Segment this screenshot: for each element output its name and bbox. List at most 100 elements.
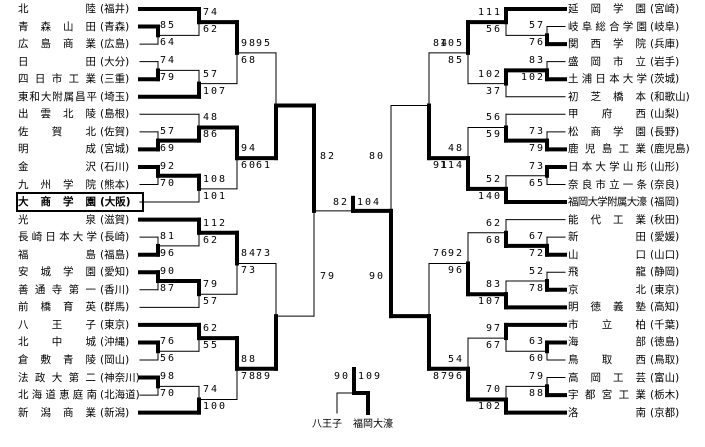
score: 74 <box>203 7 220 19</box>
left-team: 倉 敷 青 陵 (岡山) <box>18 352 142 368</box>
score: 59 <box>485 129 502 141</box>
team-prefecture: (北海道) <box>100 389 140 402</box>
score: 105 <box>439 37 464 49</box>
team-prefecture: (高知) <box>650 301 680 314</box>
third-place-right-team: 福岡大濠 <box>353 419 393 430</box>
right-team: 土浦日本大学(茨城) <box>568 71 703 87</box>
third-place-score: 90 <box>333 371 350 382</box>
score: 56 <box>485 112 502 124</box>
team-name: 明 成 <box>18 143 96 156</box>
final-score: 82 <box>332 196 349 208</box>
score: 68 <box>241 54 258 66</box>
team-name: 京 北 <box>568 283 646 296</box>
right-team: 能 代 工 業(秋田) <box>568 212 703 228</box>
right-team: 鹿 児 島 工 業 (鹿児島) <box>568 141 703 157</box>
score: 74 <box>160 55 177 67</box>
left-team: 大 商 学 園(大阪) <box>16 192 144 213</box>
team-prefecture: (広島) <box>100 38 130 51</box>
left-team: 安 城 学 園(愛知) <box>18 264 142 280</box>
team-prefecture: (滋賀) <box>100 213 130 226</box>
score: 83 <box>485 279 502 291</box>
score: 52 <box>485 173 502 185</box>
score: 79 <box>528 371 545 383</box>
score: 56 <box>160 353 177 365</box>
team-prefecture: (愛媛) <box>650 231 680 244</box>
right-team: 日本大学山形(山形) <box>568 159 703 175</box>
team-name: 盛 岡 市 立 <box>568 55 646 68</box>
score: 69 <box>160 142 177 154</box>
score: 67 <box>528 230 545 242</box>
team-name: 八 王 子 <box>18 318 96 331</box>
score: 84 <box>241 248 258 260</box>
score: 79 <box>160 72 177 84</box>
score: 83 <box>528 55 545 67</box>
team-prefecture: (宮城) <box>100 143 130 156</box>
left-team: 九 州 学 院 (熊本) <box>18 177 142 193</box>
team-prefecture: (埼玉) <box>100 90 130 103</box>
score: 102 <box>520 72 545 84</box>
team-name: 倉 敷 青 陵 <box>18 354 96 366</box>
team-prefecture: (東京) <box>650 283 680 296</box>
left-team: 北 陸(福井) <box>18 1 142 17</box>
score: 52 <box>528 266 545 278</box>
team-name: 新 田 <box>568 231 646 244</box>
right-team: 岐阜総合学園(岐阜) <box>568 19 703 35</box>
score: 92 <box>447 248 464 260</box>
team-name: 金 沢 <box>18 160 96 173</box>
team-name: 新 潟 商 業 <box>18 406 96 419</box>
right-team: 新 田 (愛媛) <box>568 229 703 245</box>
score: 90 <box>368 270 385 282</box>
left-team: 北海道恵庭南(北海道) <box>18 387 142 403</box>
score: 70 <box>160 177 177 189</box>
left-team: 長崎日本大学(長崎) <box>18 229 142 245</box>
left-team: 広 島 商 業(広島) <box>18 36 142 52</box>
team-name: 能 代 工 業 <box>568 213 646 226</box>
score: 79 <box>528 142 545 154</box>
team-prefecture: (鹿児島) <box>650 143 690 156</box>
score: 76 <box>160 336 177 348</box>
score: 62 <box>203 24 220 36</box>
score: 73 <box>241 265 258 277</box>
score: 87 <box>433 370 450 382</box>
team-prefecture: (岡山) <box>100 354 130 366</box>
team-prefecture: (山梨) <box>650 108 680 121</box>
score: 74 <box>203 384 220 396</box>
team-name: 鹿 児 島 工 業 <box>568 143 646 156</box>
left-team: 新 潟 商 業 (新潟) <box>18 405 142 421</box>
team-prefecture: (佐賀) <box>100 125 130 138</box>
team-prefecture: (新潟) <box>100 406 130 419</box>
left-team: 青 森 山 田(青森) <box>18 19 142 35</box>
left-team: 光 泉(滋賀) <box>18 212 142 228</box>
score: 94 <box>241 143 258 155</box>
score: 70 <box>160 388 177 400</box>
right-team: 福岡大学附属大濠(福岡) <box>568 194 703 210</box>
right-team: 明 徳 義 塾(高知) <box>568 299 703 315</box>
team-name: 佐 賀 北 <box>18 125 96 138</box>
team-name: 宇 都 宮 工 業 <box>568 389 646 402</box>
team-prefecture: (奈良) <box>650 178 680 191</box>
team-name: 延 岡 学 園 <box>568 3 646 15</box>
score: 90 <box>160 266 177 278</box>
team-prefecture: (長崎) <box>100 231 130 244</box>
team-prefecture: (香川) <box>100 283 130 296</box>
score: 70 <box>485 384 502 396</box>
team-name: 安 城 学 園 <box>18 266 96 279</box>
right-team: 延 岡 学 園(宮崎) <box>568 1 703 17</box>
score: 80 <box>368 150 385 162</box>
score: 81 <box>160 230 177 242</box>
score: 76 <box>433 248 450 260</box>
score: 79 <box>320 270 337 282</box>
team-name: 市 立 柏 <box>568 318 646 331</box>
team-prefecture: (熊本) <box>100 178 130 191</box>
score: 107 <box>203 85 228 97</box>
team-name: 関 西 学 院 <box>568 38 646 51</box>
score: 67 <box>485 340 502 352</box>
score: 57 <box>528 20 545 32</box>
team-name: 九 州 学 院 <box>18 178 96 191</box>
score: 95 <box>255 37 272 49</box>
team-name: 土浦日本大学 <box>568 73 647 86</box>
team-prefecture: (福井) <box>100 3 130 15</box>
right-team: 甲 府 西(山梨) <box>568 106 703 122</box>
score: 140 <box>477 190 502 202</box>
